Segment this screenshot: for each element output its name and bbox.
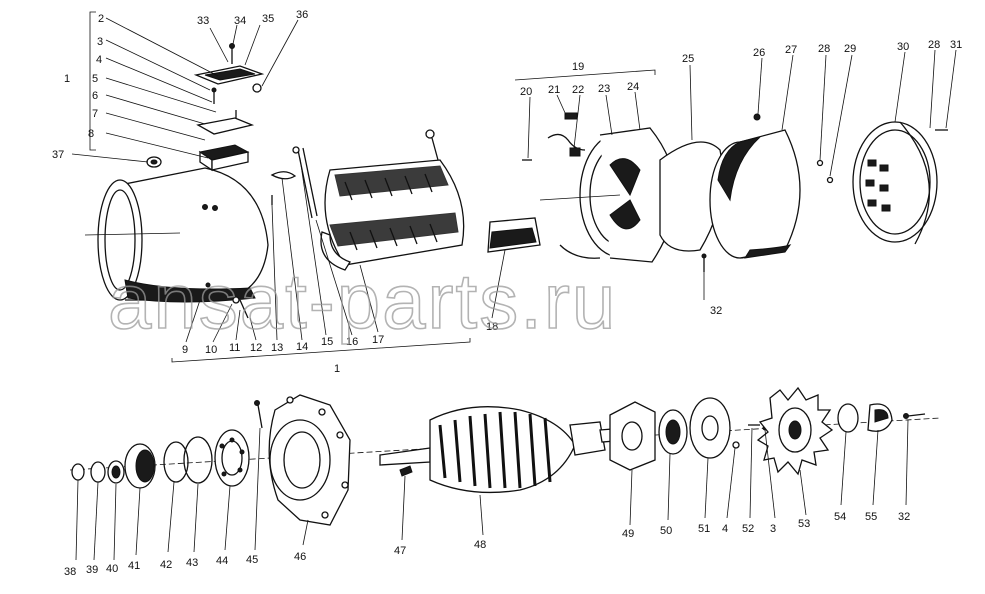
- label-28: 28: [818, 43, 830, 55]
- label-2: 2: [98, 13, 104, 25]
- label-51: 51: [698, 523, 710, 535]
- label-39: 39: [86, 564, 98, 576]
- label-14: 14: [296, 341, 308, 353]
- label-18: 18: [486, 321, 498, 333]
- label-16: 16: [346, 336, 358, 348]
- label-30: 30: [897, 41, 909, 53]
- bracket-1-bottom: [171, 338, 471, 363]
- label-53: 53: [798, 518, 810, 530]
- label-7: 7: [92, 108, 98, 120]
- bracket-1: [89, 11, 96, 151]
- label-3: 3: [97, 36, 103, 48]
- leader-lines: [71, 17, 957, 561]
- label-27: 27: [785, 44, 797, 56]
- label-37: 37: [52, 149, 64, 161]
- label-55: 55: [865, 511, 877, 523]
- stator-housing: [84, 167, 269, 303]
- label-50: 50: [660, 525, 672, 537]
- label-32-lower: 32: [898, 511, 910, 523]
- label-22: 22: [572, 84, 584, 96]
- label-13: 13: [271, 342, 283, 354]
- label-3-lower: 3: [770, 523, 776, 535]
- label-33: 33: [197, 15, 209, 27]
- end-shield: [539, 127, 684, 263]
- brushes: [522, 112, 586, 161]
- label-4: 4: [96, 54, 102, 66]
- part-labels: 1 2 3 4 5 6 7 8 37 33 34 35 36 9 10 11 1…: [52, 9, 962, 578]
- label-32-upper: 32: [710, 305, 722, 317]
- label-10: 10: [205, 344, 217, 356]
- label-40: 40: [106, 563, 118, 575]
- pole-shoe: [487, 217, 541, 253]
- label-1: 1: [64, 73, 70, 85]
- bracket-19: [514, 69, 656, 81]
- armature-assembly: [69, 386, 941, 526]
- label-48: 48: [474, 539, 486, 551]
- label-52: 52: [742, 523, 754, 535]
- label-5: 5: [92, 73, 98, 85]
- label-31: 31: [950, 39, 962, 51]
- label-36: 36: [296, 9, 308, 21]
- label-47: 47: [394, 545, 406, 557]
- label-15: 15: [321, 336, 333, 348]
- label-34: 34: [234, 15, 246, 27]
- label-19: 19: [572, 61, 584, 73]
- lifting-eye: [146, 156, 162, 168]
- label-24: 24: [627, 81, 639, 93]
- label-29: 29: [844, 43, 856, 55]
- label-44: 44: [216, 555, 228, 567]
- label-17: 17: [372, 334, 384, 346]
- label-21: 21: [548, 84, 560, 96]
- label-35: 35: [262, 13, 274, 25]
- label-25: 25: [682, 53, 694, 65]
- label-49: 49: [622, 528, 634, 540]
- label-42: 42: [160, 559, 172, 571]
- label-43: 43: [186, 557, 198, 569]
- label-26: 26: [753, 47, 765, 59]
- screw-32-upper: [701, 253, 707, 272]
- label-38: 38: [64, 566, 76, 578]
- watermark: ansat-parts.ru: [108, 257, 617, 345]
- label-1-bottom: 1: [334, 363, 340, 375]
- label-20: 20: [520, 86, 532, 98]
- label-54: 54: [834, 511, 846, 523]
- label-45: 45: [246, 554, 258, 566]
- field-coils: [320, 129, 465, 271]
- label-6: 6: [92, 90, 98, 102]
- label-4-lower: 4: [722, 523, 728, 535]
- label-28-right: 28: [928, 39, 940, 51]
- label-11: 11: [229, 342, 240, 354]
- label-41: 41: [128, 560, 140, 572]
- cover-band: [709, 113, 801, 259]
- label-12: 12: [250, 342, 262, 354]
- label-46: 46: [294, 551, 306, 563]
- label-9: 9: [182, 344, 188, 356]
- terminal-block-stack: [193, 43, 265, 172]
- label-8: 8: [88, 128, 94, 140]
- label-23: 23: [598, 83, 610, 95]
- end-cap: [816, 121, 948, 245]
